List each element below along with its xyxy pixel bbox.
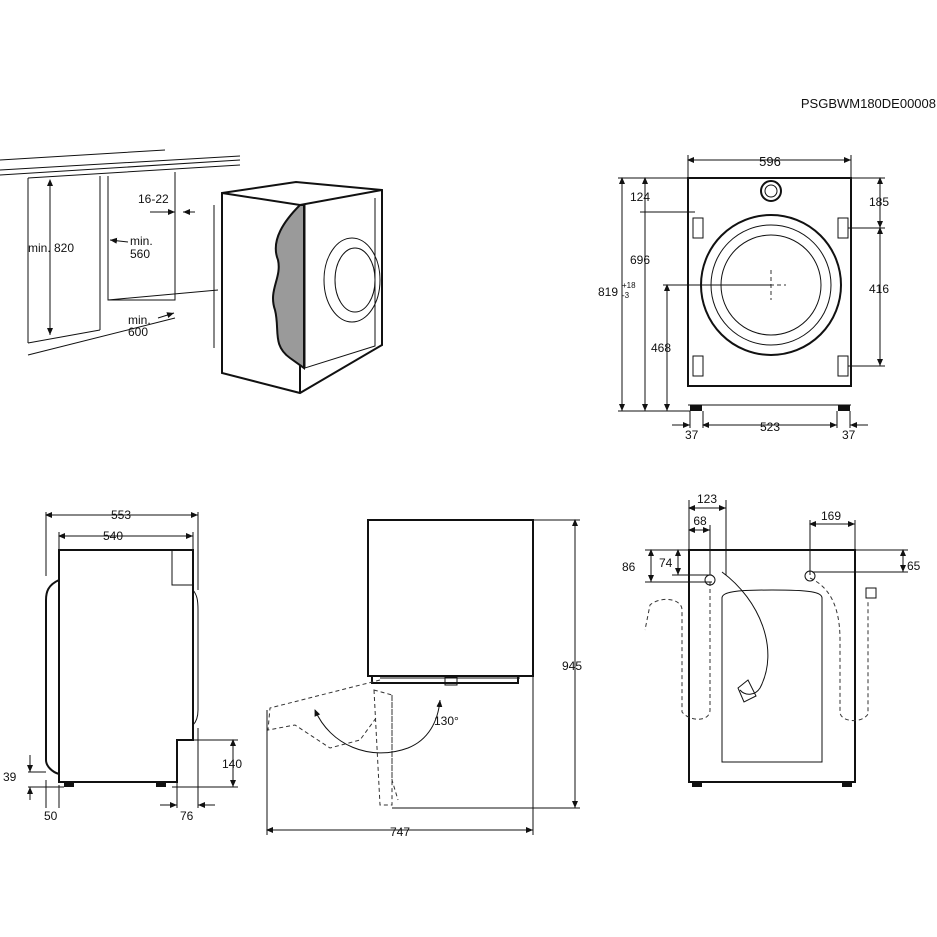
niche-view: min. 820 16-22 min. 560 min. 600 (0, 149, 383, 395)
plug-icon (737, 679, 757, 703)
front-foot-span: 523 (760, 420, 780, 434)
top-view: 130° 945 747 (266, 519, 582, 839)
niche-depth-label: 16-22 (138, 192, 169, 206)
svg-text:-3: -3 (622, 291, 630, 300)
niche-width-outer-label: min. (128, 313, 151, 327)
top-height-label: 945 (562, 659, 582, 673)
front-hinge-spacing: 416 (869, 282, 889, 296)
hinge-icon (692, 217, 704, 239)
front-right-top: 185 (869, 195, 889, 209)
top-body (367, 519, 534, 677)
side-rear-offset: 76 (180, 809, 194, 823)
side-view: 553 540 39 50 76 140 (3, 508, 242, 823)
side-body-depth: 540 (103, 529, 123, 543)
hinge-icon (837, 355, 849, 377)
side-foot-offset: 50 (44, 809, 58, 823)
water-inlet-icon (865, 587, 877, 599)
hinge-icon (837, 217, 849, 239)
front-width-label: 596 (759, 154, 781, 169)
rear-inlet-offset: 169 (821, 509, 841, 523)
side-foot-height: 39 (3, 770, 17, 784)
rear-drain-offset: 123 (697, 492, 717, 506)
rear-body (688, 549, 856, 783)
niche-width-inner-label: min. (130, 234, 153, 248)
front-top-hinge: 124 (630, 190, 650, 204)
front-total-height: 819 (598, 285, 618, 299)
document-code: PSGBWM180DE00008 (801, 96, 936, 111)
rear-view: 123 68 169 86 74 65 (622, 492, 921, 787)
rear-drain-height-b: 74 (659, 556, 673, 570)
side-rear-step: 140 (222, 757, 242, 771)
rear-inlet-height: 65 (907, 559, 921, 573)
control-knob (760, 180, 782, 202)
side-total-depth: 553 (111, 508, 131, 522)
niche-height-label: min. 820 (28, 241, 74, 255)
top-door-depth: 747 (390, 825, 410, 839)
hinge-icon (692, 355, 704, 377)
front-hinge-height: 696 (630, 253, 650, 267)
front-door-center: 468 (651, 341, 671, 355)
front-view: 596 819 +18 -3 124 696 468 185 416 37 52… (598, 154, 889, 442)
rear-drain-inner: 68 (693, 514, 707, 528)
svg-text:+18: +18 (622, 281, 636, 290)
svg-text:560: 560 (130, 247, 150, 261)
svg-text:600: 600 (128, 325, 148, 339)
front-foot-right: 37 (842, 428, 856, 442)
front-foot-left: 37 (685, 428, 699, 442)
rear-drain-height-a: 86 (622, 560, 636, 574)
door-angle-label: 130° (434, 714, 459, 728)
